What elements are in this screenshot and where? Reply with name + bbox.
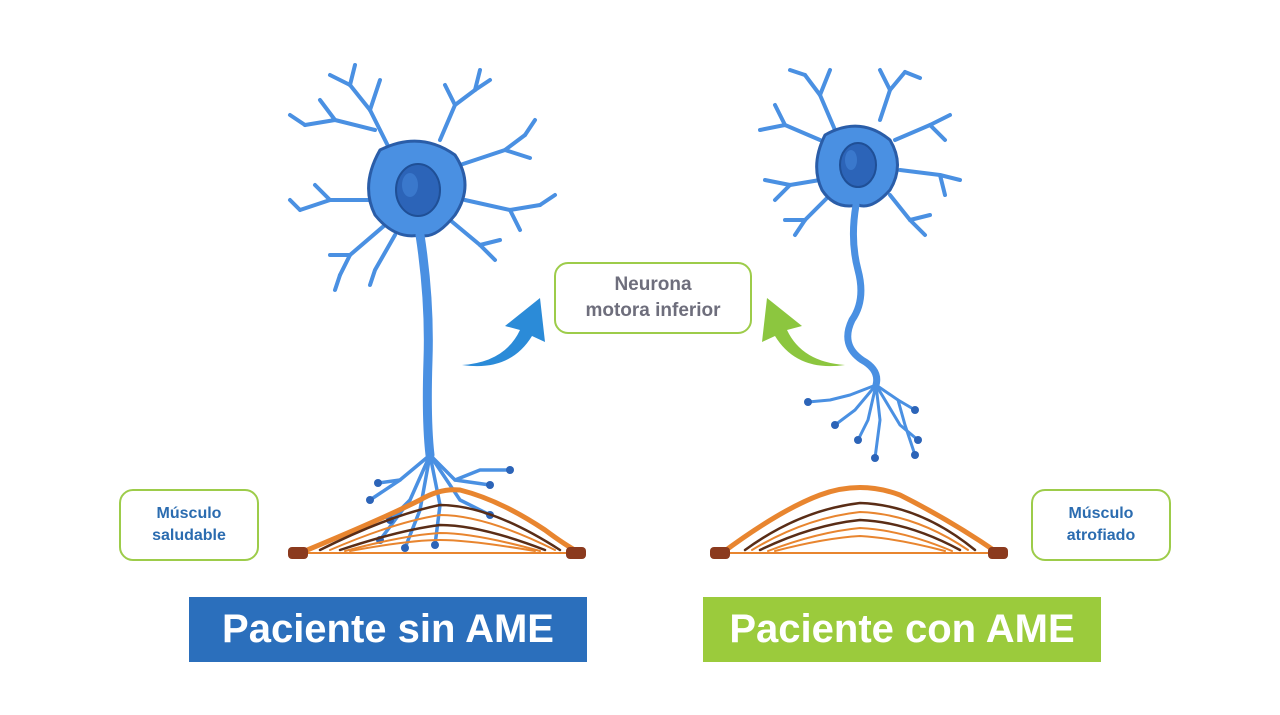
dendrites-left <box>288 63 557 292</box>
atrophied-muscle <box>710 485 1008 559</box>
neuron-healthy <box>288 63 557 552</box>
motor-neuron-label-line1: Neurona <box>614 274 692 296</box>
axon-left <box>415 230 435 460</box>
blue-arrow-icon <box>462 298 545 367</box>
neuron-atrophied <box>758 68 962 462</box>
terminal-dots-right <box>804 398 922 462</box>
atrophied-muscle-label-line1: Músculo <box>1068 505 1134 523</box>
motor-neuron-label-line2: motora inferior <box>585 300 721 321</box>
dendrites-right <box>758 68 962 237</box>
axon-terminals-right <box>806 383 920 460</box>
healthy-muscle-label-line2: saludable <box>152 527 226 544</box>
patient-with-sma-banner: Paciente con AME <box>703 597 1101 662</box>
axon-right <box>844 201 881 389</box>
healthy-muscle-label-line1: Músculo <box>156 505 222 523</box>
motor-neuron-label: Neurona motora inferior <box>554 262 752 334</box>
green-arrow-icon <box>762 298 845 367</box>
healthy-muscle <box>288 487 586 559</box>
patient-without-sma-banner: Paciente sin AME <box>189 597 587 662</box>
nucleus-left <box>395 163 441 217</box>
atrophied-muscle-label-line2: atrofiado <box>1066 527 1136 544</box>
nucleus-right <box>839 142 877 188</box>
atrophied-muscle-label: Músculo atrofiado <box>1031 489 1171 561</box>
healthy-muscle-label: Músculo saludable <box>119 489 259 561</box>
